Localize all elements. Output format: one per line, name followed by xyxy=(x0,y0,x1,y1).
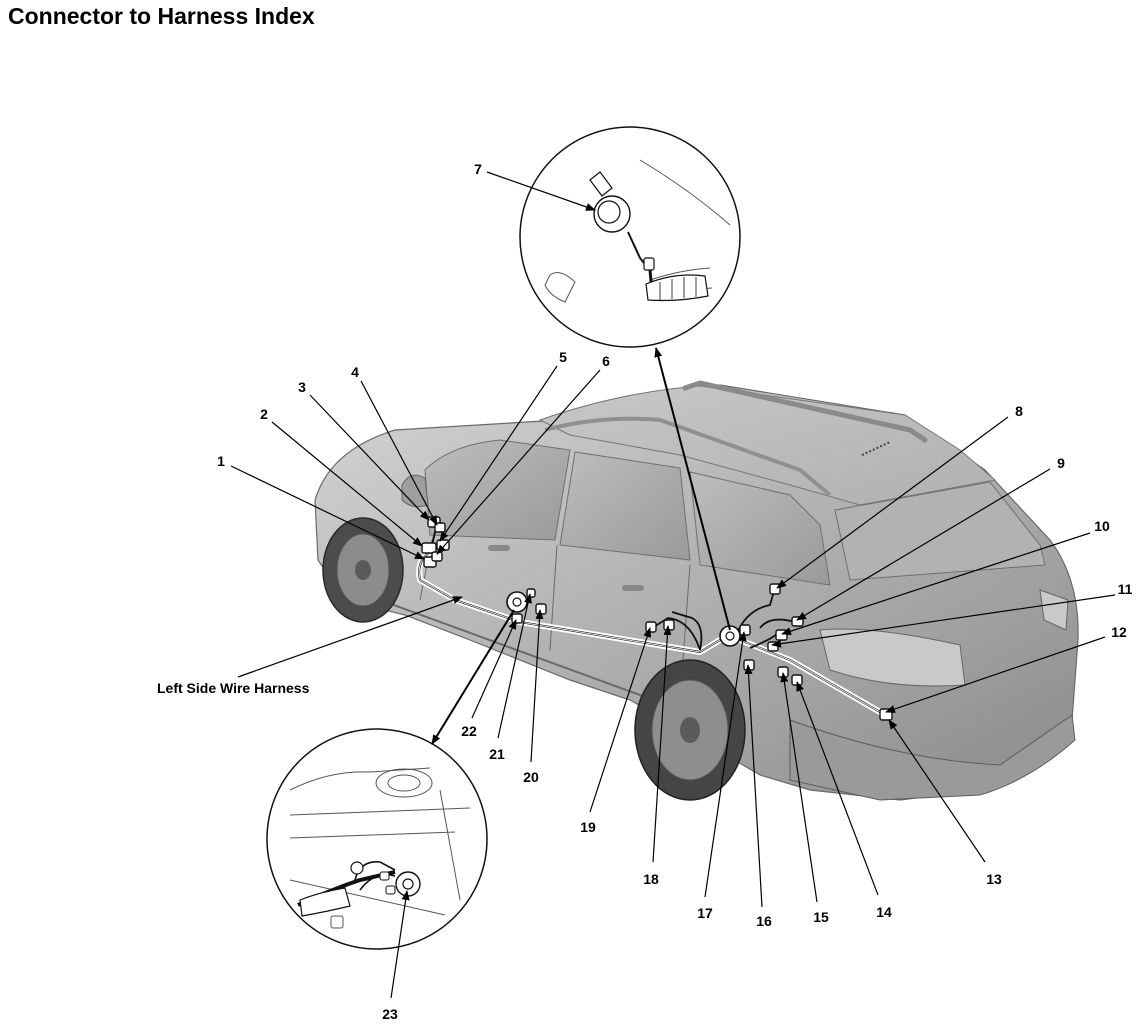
roof-antenna xyxy=(861,441,891,456)
detail-connector-7 xyxy=(589,171,709,302)
callout-19: 19 xyxy=(580,819,596,835)
leader-7 xyxy=(486,171,596,211)
detail-view-bottom xyxy=(266,728,488,950)
connector-21 xyxy=(526,588,536,598)
leader-21 xyxy=(497,593,532,739)
front-door-window xyxy=(424,439,571,541)
leader-16 xyxy=(744,664,763,908)
detail-view-top xyxy=(519,126,741,348)
callout-20: 20 xyxy=(523,769,539,785)
leader-11 xyxy=(771,594,1116,648)
callout-22: 22 xyxy=(461,723,477,739)
quarter-window xyxy=(689,471,831,586)
leader-19 xyxy=(589,627,652,813)
connector-5 xyxy=(436,539,450,551)
page-title: Connector to Harness Index xyxy=(8,3,315,29)
rear-wheel xyxy=(634,659,746,801)
callout-7: 7 xyxy=(474,161,482,177)
connector-2 xyxy=(421,542,437,554)
connector-8 xyxy=(769,583,781,595)
leader-23 xyxy=(390,890,410,999)
callout-11: 11 xyxy=(1118,581,1133,597)
leader-6 xyxy=(436,369,601,555)
callout-16: 16 xyxy=(756,913,772,929)
leader-20 xyxy=(530,609,544,763)
callout-18: 18 xyxy=(643,871,659,887)
callout-8: 8 xyxy=(1015,403,1023,419)
leader-3 xyxy=(309,394,430,521)
leader-22 xyxy=(471,619,517,719)
roof-rail-near xyxy=(544,416,832,497)
callout-10: 10 xyxy=(1094,518,1110,534)
rear-door-handle xyxy=(622,585,644,591)
leader-12 xyxy=(885,636,1106,713)
leader-harness xyxy=(237,596,463,678)
connector-18 xyxy=(663,619,675,631)
grommet-front xyxy=(506,591,528,613)
harness-branch-18 xyxy=(651,611,703,651)
callout-1: 1 xyxy=(217,453,225,469)
leader-1 xyxy=(230,465,425,560)
callout-5: 5 xyxy=(559,349,567,365)
leader-8 xyxy=(776,416,1009,589)
leader-17 xyxy=(704,631,747,898)
leader-10 xyxy=(781,532,1091,635)
callout-3: 3 xyxy=(298,379,306,395)
detail-arrow-top xyxy=(654,347,731,631)
leader-15 xyxy=(780,672,818,903)
callout-21: 21 xyxy=(489,746,505,762)
detail-arrow-bottom xyxy=(431,609,515,745)
callout-17: 17 xyxy=(697,905,713,921)
callout-9: 9 xyxy=(1057,455,1065,471)
leader-4 xyxy=(360,380,438,526)
connector-11 xyxy=(767,641,779,652)
leader-lines xyxy=(230,171,1116,999)
front-door-handle xyxy=(488,545,510,551)
callout-4: 4 xyxy=(351,364,359,380)
connector-16 xyxy=(743,659,755,671)
car-illustration xyxy=(314,380,1079,801)
callout-labels: 1 2 3 4 5 6 7 8 9 10 11 12 13 14 15 16 1… xyxy=(157,161,1133,1022)
left-side-wire-harness xyxy=(416,516,893,721)
roof-rail xyxy=(682,380,928,443)
leader-5 xyxy=(439,365,558,542)
leader-14 xyxy=(796,681,879,896)
connector-9 xyxy=(791,616,804,627)
side-mirror xyxy=(401,474,429,508)
leader-18 xyxy=(652,625,672,863)
leader-13 xyxy=(888,719,986,863)
tail-light-right xyxy=(1039,589,1069,631)
detail-connector-23 xyxy=(297,861,421,917)
harness-label: Left Side Wire Harness xyxy=(157,680,310,696)
connector-17 xyxy=(739,624,751,636)
callout-13: 13 xyxy=(986,871,1002,887)
connector-20 xyxy=(535,603,547,615)
rear-door-window xyxy=(559,451,691,561)
leader-2 xyxy=(271,421,423,547)
callout-14: 14 xyxy=(876,904,892,920)
callout-12: 12 xyxy=(1111,624,1127,640)
callout-23: 23 xyxy=(382,1006,398,1022)
connector-19 xyxy=(645,621,657,633)
car-roof xyxy=(538,385,997,506)
callout-15: 15 xyxy=(813,909,829,925)
callout-6: 6 xyxy=(602,353,610,369)
rear-bumper xyxy=(789,714,1076,801)
callout-2: 2 xyxy=(260,406,268,422)
connector-10 xyxy=(775,629,788,641)
front-wheel xyxy=(322,517,404,623)
leader-9 xyxy=(796,468,1051,621)
connector-22 xyxy=(511,613,523,624)
